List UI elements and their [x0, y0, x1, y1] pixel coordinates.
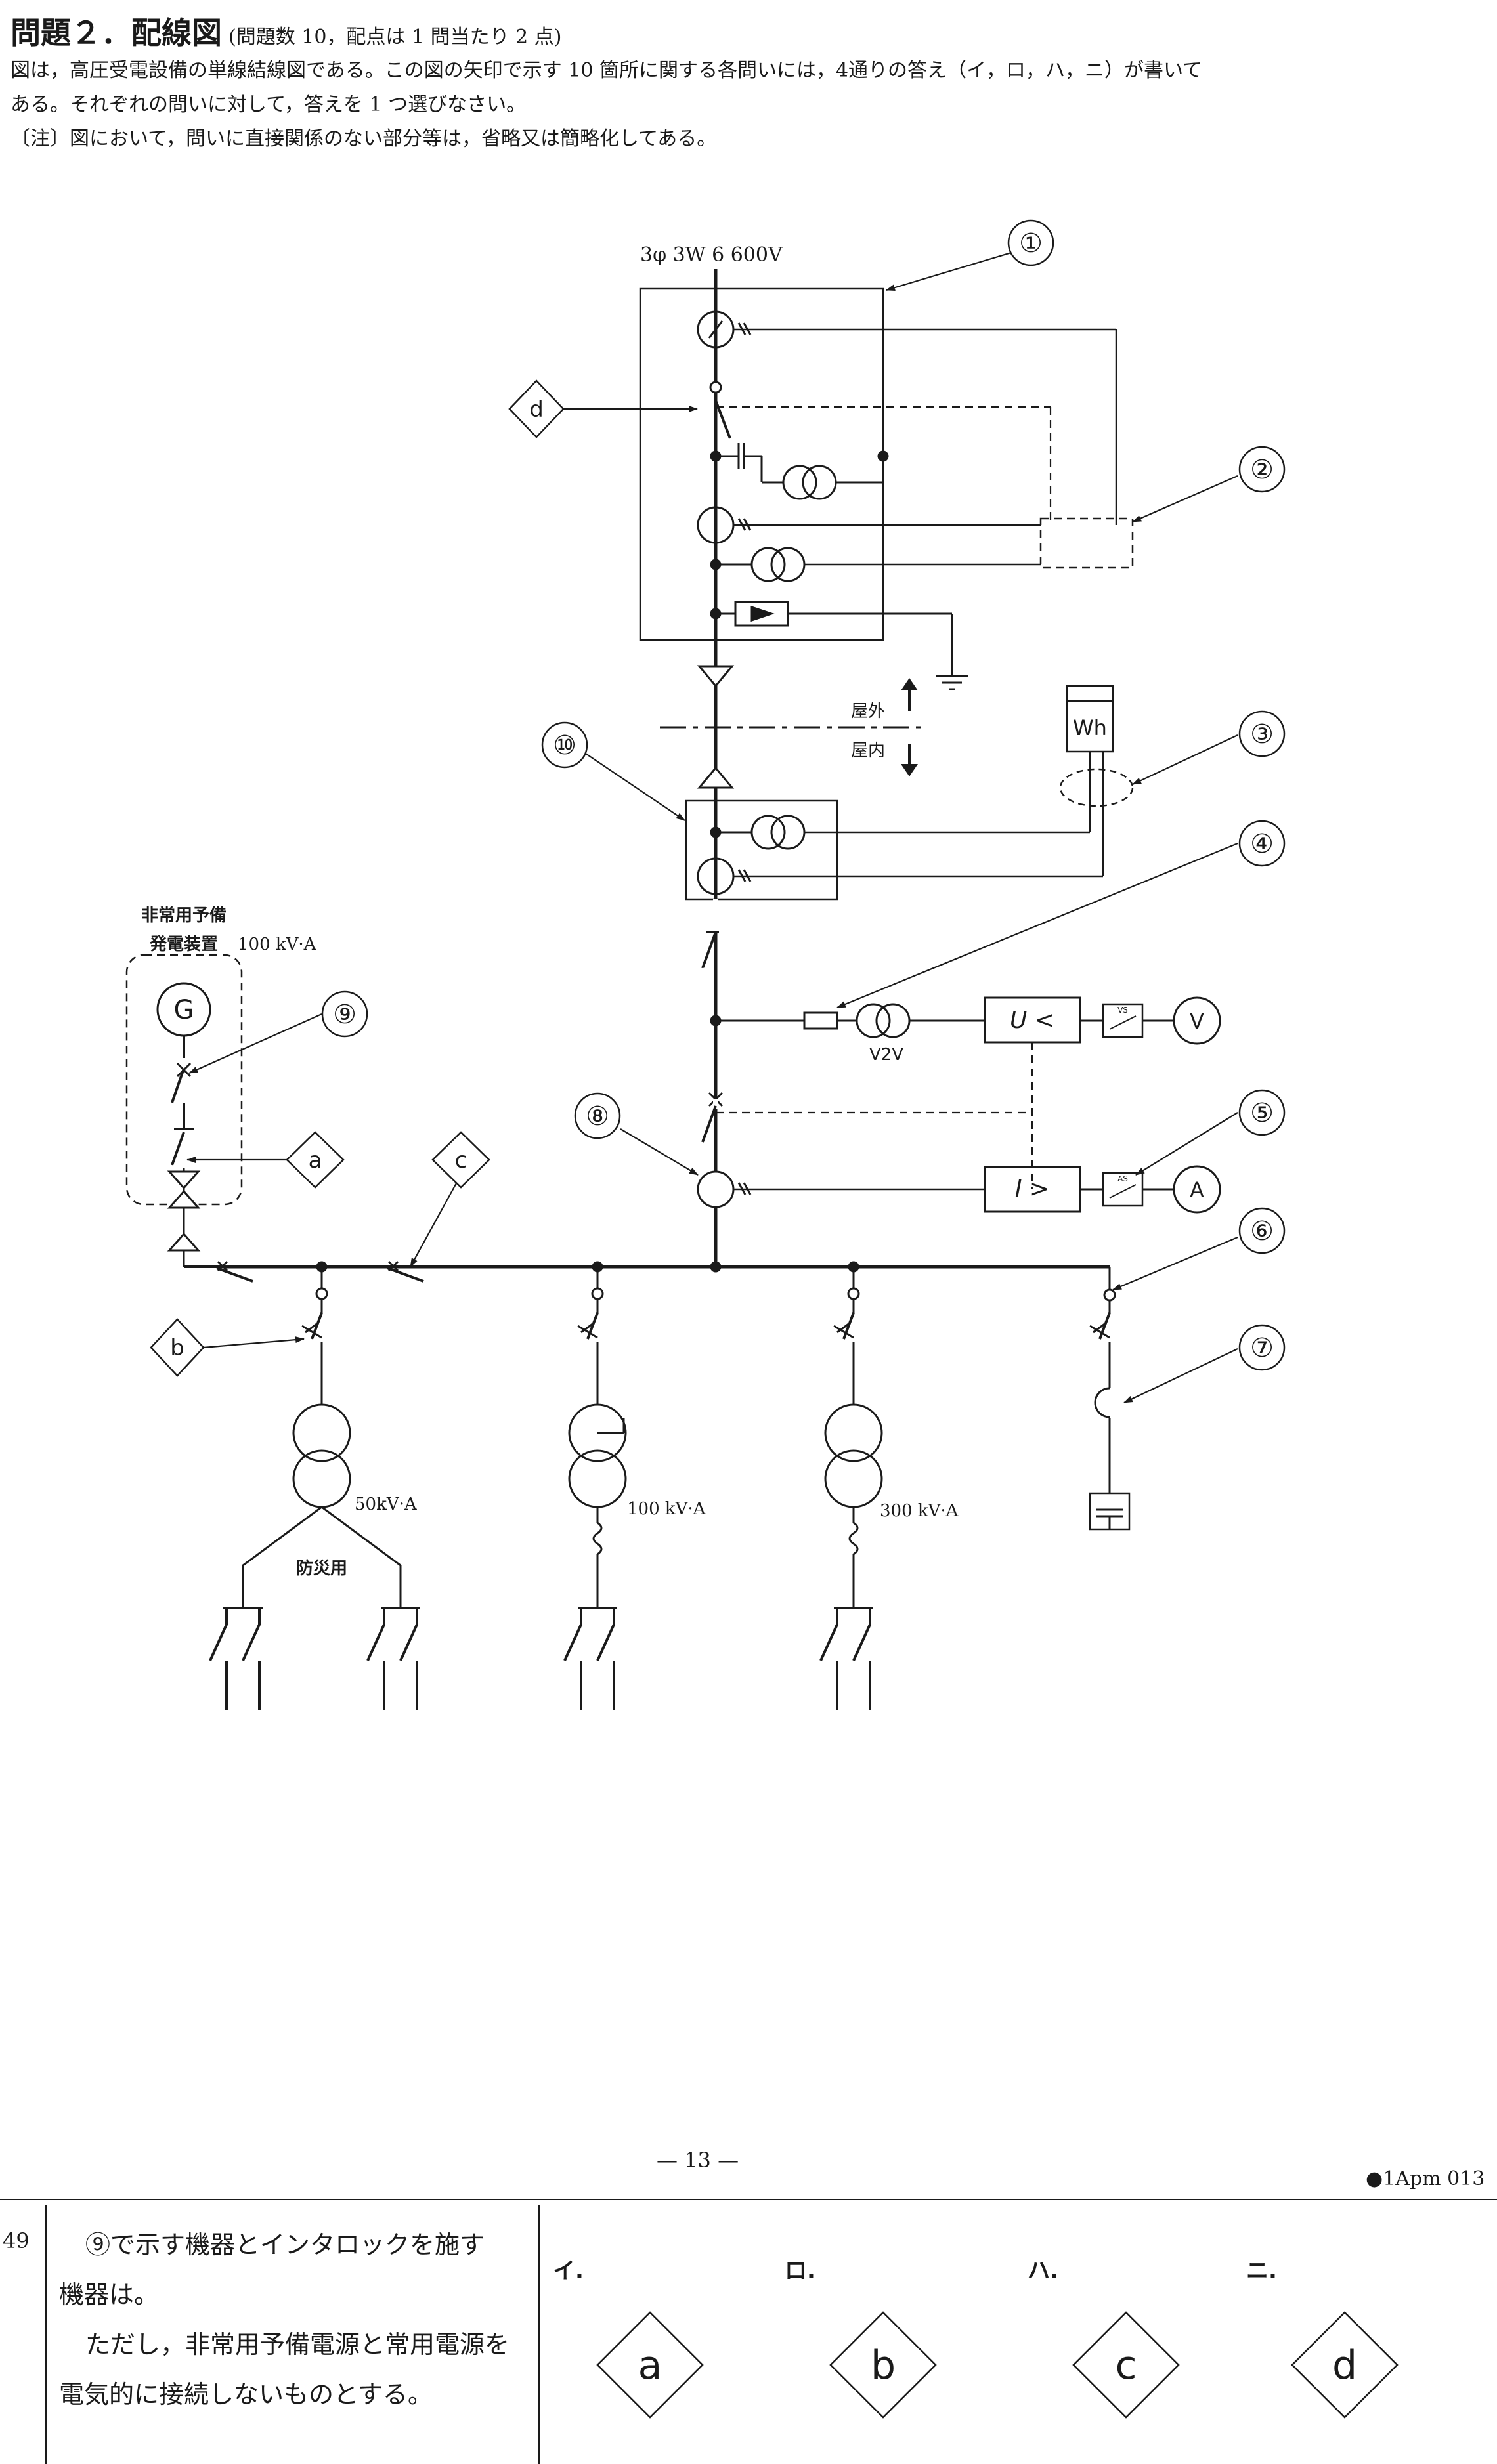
- callout-9: ⑨: [333, 1000, 357, 1030]
- switch-c: [387, 1267, 424, 1283]
- callout-7: ⑦: [1250, 1333, 1274, 1363]
- lbs-blade: [701, 931, 717, 969]
- callout-8: ⑧: [586, 1101, 609, 1132]
- series-reactor: [1094, 1387, 1110, 1418]
- single-line-diagram: 3φ 3W 6 600V 屋外 屋内 Wh V2V U < I > VS AS …: [125, 219, 1286, 1710]
- option-a-value: a: [638, 2343, 662, 2389]
- ammeter-label: A: [1190, 1178, 1204, 1202]
- feeder-3: [824, 1267, 883, 1609]
- option-ro-label: ロ.: [785, 2258, 815, 2284]
- outdoor-label: 屋外: [851, 702, 885, 721]
- divider: [45, 2205, 47, 2464]
- callout-4: ④: [1250, 829, 1274, 859]
- ammeter: [1173, 1165, 1221, 1214]
- vct-box: [685, 799, 838, 901]
- title-note: (問題数 10，配点は 1 問当たり 2 点): [228, 26, 562, 49]
- intro-note: 〔注〕図において，問いに直接関係のない部分等は，省略又は簡略化してある。: [11, 127, 717, 150]
- feeder-1: [223, 1267, 420, 1609]
- divider: [0, 2199, 1497, 2200]
- cable-circle-3: [1059, 768, 1134, 807]
- ct-8: [697, 1170, 735, 1208]
- option-ni-label: ニ.: [1246, 2258, 1277, 2284]
- option-ha-label: ハ.: [1028, 2258, 1058, 2284]
- gen-title-1: 非常用予備: [141, 905, 227, 925]
- wh-label: Wh: [1073, 715, 1107, 740]
- as-label: AS: [1117, 1174, 1128, 1183]
- cb-blade: [701, 1105, 717, 1143]
- page-number: — 13 —: [657, 2148, 739, 2173]
- changeover-switch-1: [216, 1267, 253, 1283]
- vt-fuse: [803, 1011, 838, 1030]
- cable-head-bottom: [697, 766, 735, 789]
- diamond-a-label: a: [309, 1147, 322, 1174]
- vt-v2v: [856, 1003, 891, 1038]
- exam-code: ●1Apm 013: [1366, 2167, 1485, 2190]
- gen-rating: 100 kV·A: [238, 935, 317, 954]
- arrows: [186, 251, 1238, 1403]
- gen-breaker: [171, 1068, 185, 1103]
- disconnector-blade: [714, 400, 731, 439]
- t1-use: 防災用: [296, 1559, 347, 1579]
- callout-2: ②: [1250, 455, 1274, 485]
- callout-5: ⑤: [1250, 1098, 1274, 1128]
- question-number: 49: [3, 2228, 30, 2253]
- question-line-3: ただし，非常用予備電源と常用電源を: [85, 2330, 510, 2359]
- watthour-meter: [1066, 685, 1114, 753]
- title-text: 問題２．配線図: [11, 15, 222, 51]
- option-i-label: イ.: [553, 2258, 584, 2284]
- callout-3: ③: [1250, 719, 1274, 750]
- branch-switches: [209, 1608, 871, 1710]
- intro-line-1: 図は，高圧受電設備の単線結線図である。この図の矢印で示す 10 箇所に関する各問…: [11, 59, 1203, 82]
- callout-6: ⑥: [1250, 1216, 1274, 1246]
- vct-vt: [750, 815, 786, 850]
- oc-relay-label: I >: [1015, 1176, 1049, 1202]
- vs-label: VS: [1117, 1006, 1128, 1015]
- ground-relay-box: [1039, 517, 1134, 569]
- disconnector-dot: [709, 381, 722, 394]
- uv-relay-label: U <: [1010, 1007, 1054, 1034]
- divider: [538, 2205, 540, 2464]
- voltmeter-label: V: [1190, 1009, 1204, 1034]
- diamond-c-label: c: [455, 1147, 467, 1174]
- option-c-diamond[interactable]: [1072, 2311, 1180, 2419]
- generator-label: G: [174, 995, 194, 1025]
- vt-lightning: [782, 465, 817, 500]
- gen-title-2: 発電装置: [149, 935, 218, 954]
- callout-1: ①: [1019, 228, 1043, 259]
- question-line-2: 機器は。: [59, 2280, 160, 2309]
- intro-line-2: ある。それぞれの問いに対して，答えを 1 つ選びなさい。: [11, 93, 527, 116]
- callout-circles: [321, 219, 1286, 1371]
- option-d-value: d: [1332, 2343, 1357, 2389]
- t1-rating: 50kV·A: [355, 1495, 418, 1514]
- voltmeter: [1173, 996, 1221, 1045]
- t2-rating: 100 kV·A: [627, 1499, 706, 1519]
- generator-box: [125, 954, 243, 1206]
- supply-label: 3φ 3W 6 600V: [640, 244, 783, 266]
- t3-rating: 300 kV·A: [880, 1501, 959, 1521]
- question-line-1: ⑨で示す機器とインタロックを施す: [85, 2230, 485, 2259]
- indoor-label: 屋内: [851, 741, 885, 761]
- diamond-b-label: b: [170, 1335, 184, 1361]
- answer-options: a b c d: [596, 2311, 1399, 2419]
- option-d-diamond[interactable]: [1291, 2311, 1399, 2419]
- callout-10: ⑩: [553, 731, 576, 761]
- gen-disconnector: [171, 1132, 185, 1166]
- problem-title: 問題２．配線図 (問題数 10，配点は 1 問当たり 2 点): [11, 9, 561, 53]
- diamond-d-label: d: [529, 396, 544, 423]
- vt-label: V2V: [869, 1045, 903, 1065]
- question-line-4: 電気的に接続しないものとする。: [59, 2380, 433, 2409]
- option-a-diamond[interactable]: [596, 2311, 704, 2419]
- question-text: ⑨で示す機器とインタロックを施す 機器は。 ただし，非常用予備電源と常用電源を …: [59, 2220, 571, 2419]
- option-b-diamond[interactable]: [829, 2311, 937, 2419]
- option-b-value: b: [871, 2343, 896, 2389]
- feeder-2: [568, 1267, 627, 1609]
- diamonds: [150, 379, 565, 1377]
- option-c-value: c: [1116, 2343, 1137, 2389]
- cable-head-top: [697, 665, 735, 688]
